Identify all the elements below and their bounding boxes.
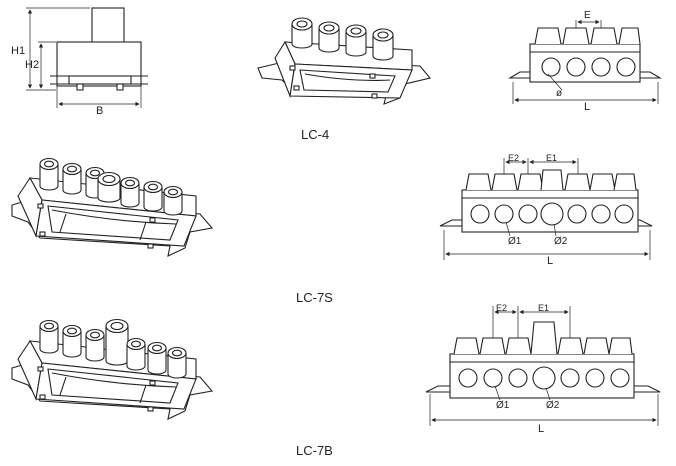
lc7b-front-view: E2 E1 Ø1 Ø2 L <box>425 303 661 435</box>
h2-label: H2 <box>25 59 39 71</box>
lc4-side-view: H1 H2 B <box>11 7 148 117</box>
e2-label-lc7s: E2 <box>508 153 519 163</box>
phi2-label-lc7b: Ø2 <box>546 400 560 411</box>
l-label-lc7s: L <box>547 255 553 267</box>
lc7s-front-view: E2 E1 Ø1 Ø2 L <box>439 153 653 267</box>
lc7s-tubes <box>39 157 183 216</box>
caption-lc7s: LC-7S <box>296 290 333 305</box>
phi-label: ø <box>556 88 562 99</box>
lc4-front-view: E ø L <box>508 10 662 113</box>
b-label: B <box>96 105 103 117</box>
lc7s-isometric-view <box>11 157 214 257</box>
lc7b-tubes <box>39 318 187 379</box>
l-label-lc4: L <box>584 101 590 113</box>
lc4-isometric-view <box>257 17 431 105</box>
phi2-label-lc7s: Ø2 <box>554 236 568 247</box>
phi1-label-lc7s: Ø1 <box>508 236 522 247</box>
e1-label-lc7s: E1 <box>546 153 557 163</box>
l-label-lc7b: L <box>538 423 544 435</box>
caption-lc4: LC-4 <box>301 127 330 142</box>
caption-lc7b: LC-7B <box>296 443 333 458</box>
lc7b-isometric-view <box>11 318 214 420</box>
lc4-tubes <box>291 17 394 61</box>
phi1-label-lc7b: Ø1 <box>496 400 510 411</box>
e2-label-lc7b: E2 <box>496 303 507 313</box>
h1-label: H1 <box>11 45 25 57</box>
e-label: E <box>584 10 591 21</box>
e1-label-lc7b: E1 <box>538 303 549 313</box>
